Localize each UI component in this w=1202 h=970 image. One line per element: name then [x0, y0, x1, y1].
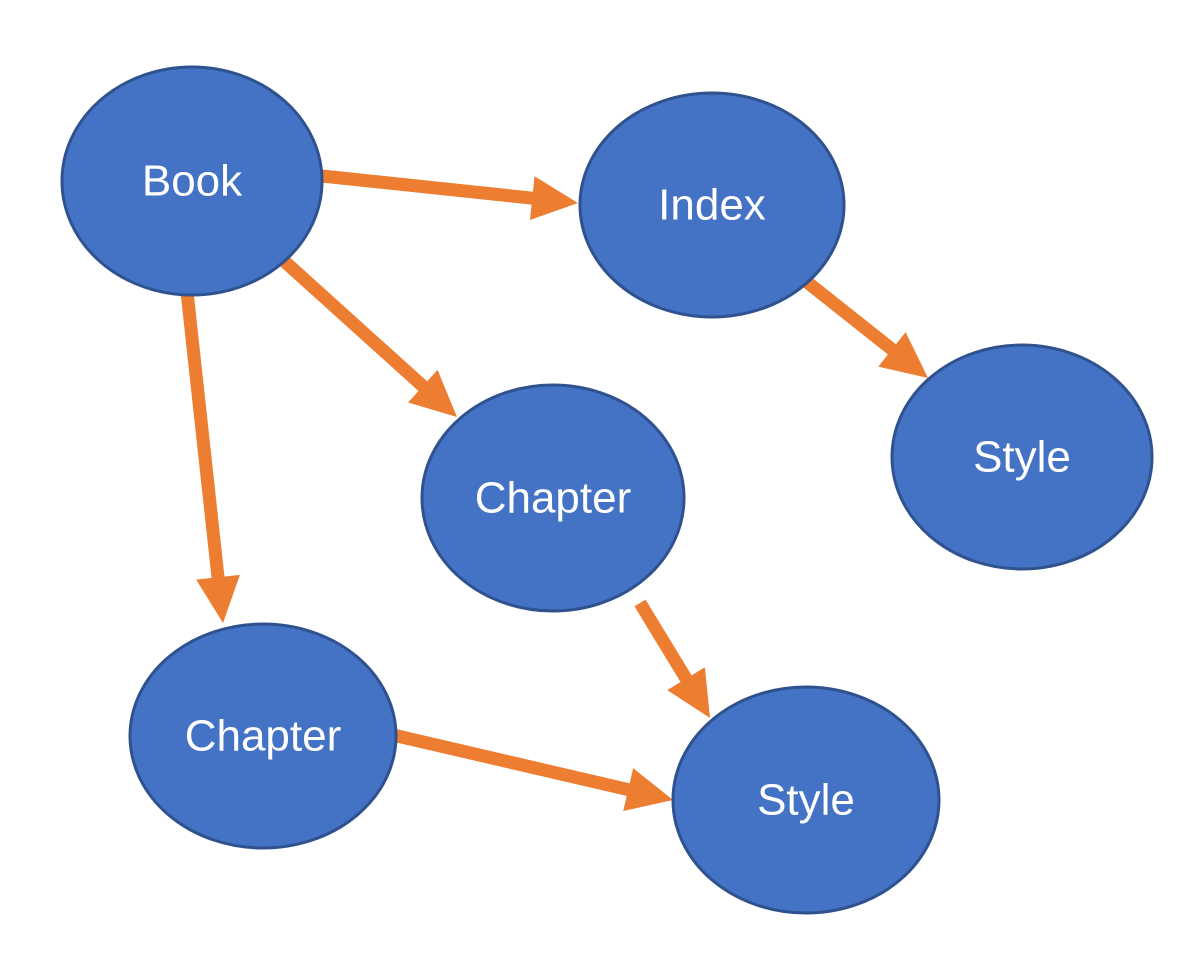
edge-chapter-left-to-style-bottom	[391, 728, 638, 798]
node-ellipse-chapter-left	[128, 622, 398, 850]
edge-book-to-chapter-left	[180, 291, 226, 586]
arrowhead-chapter-mid-to-style-bottom-icon	[667, 667, 710, 718]
arrowhead-chapter-left-to-style-bottom-icon	[623, 768, 673, 812]
edge-book-to-index	[321, 169, 541, 206]
node-index: Index	[578, 91, 846, 319]
node-book: Book	[60, 65, 324, 297]
arrowhead-book-to-chapter-left-icon	[196, 574, 240, 623]
node-ellipse-chapter-mid	[420, 383, 686, 613]
node-style-bottom: Style	[671, 685, 941, 915]
edge-chapter-mid-to-style-bottom	[634, 599, 696, 689]
node-chapter-left: Chapter	[128, 622, 398, 850]
edge-book-to-chapter-mid	[278, 255, 434, 397]
arrowhead-book-to-chapter-mid-icon	[408, 369, 457, 417]
node-ellipse-style-right	[890, 343, 1154, 571]
edge-index-to-style-right	[802, 276, 903, 360]
node-ellipse-book	[60, 65, 324, 297]
edges-layer	[180, 169, 928, 812]
arrowhead-book-to-index-icon	[529, 176, 578, 221]
node-chapter-mid: Chapter	[420, 383, 686, 613]
arrowhead-index-to-style-right-icon	[878, 332, 928, 378]
node-ellipse-style-bottom	[671, 685, 941, 915]
node-ellipse-index	[578, 91, 846, 319]
node-style-right: Style	[890, 343, 1154, 571]
